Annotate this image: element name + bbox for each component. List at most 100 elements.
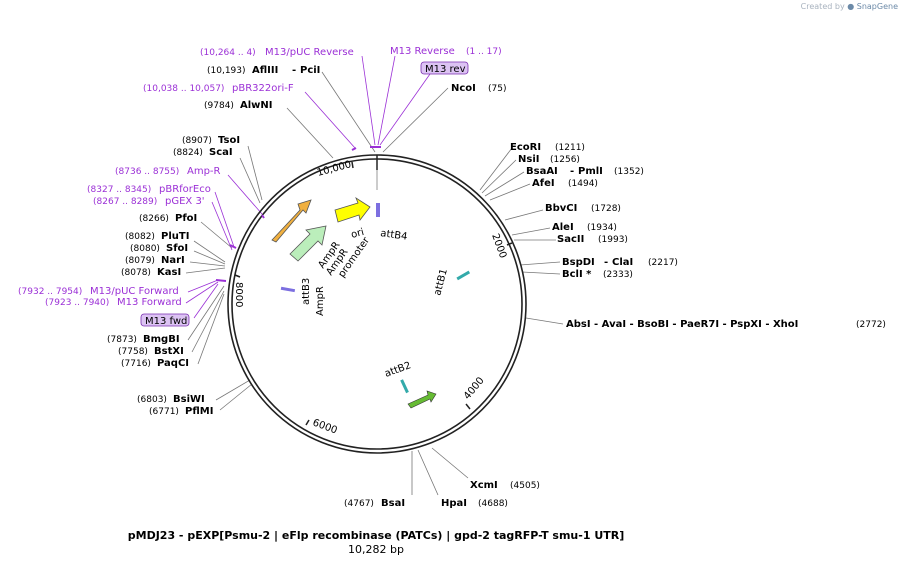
- site-bbvci[interactable]: BbvCI (1728): [545, 203, 621, 214]
- site-pfoi-pos: (8266): [139, 214, 169, 224]
- tag-m13-rev-label: M13 rev: [425, 64, 466, 75]
- site-hpai-name: HpaI: [441, 498, 467, 509]
- primer-pgex-3[interactable]: (8267 .. 8289) pGEX 3': [93, 196, 205, 207]
- site-bsaai-sep: -: [570, 166, 574, 177]
- site-nari[interactable]: (8079) NarI: [125, 255, 185, 266]
- site-paqci-pos: (7716): [121, 359, 151, 369]
- primer-m13-puc-forward-pos: (7932 .. 7954): [18, 287, 82, 297]
- site-ecori[interactable]: EcoRI (1211): [510, 142, 585, 153]
- site-sacii[interactable]: SacII (1993): [557, 234, 628, 245]
- site-alei-name: AleI: [552, 222, 574, 233]
- site-bsiwi-pos: (6803): [137, 395, 167, 405]
- site-multi-pos: (2772): [856, 320, 886, 330]
- primer-pgex-3-pos: (8267 .. 8289): [93, 197, 157, 207]
- site-ecori-name: EcoRI: [510, 142, 541, 153]
- site-bspdi-clai[interactable]: BspDI - ClaI (2217): [562, 257, 678, 268]
- site-bsaai-pmli[interactable]: BsaAI - PmlI (1352): [526, 166, 644, 177]
- site-bsaai-name: BsaAI: [526, 166, 558, 177]
- primer-m13-forward[interactable]: (7923 .. 7940) M13 Forward: [45, 297, 182, 308]
- site-alei[interactable]: AleI (1934): [552, 222, 617, 233]
- feature-attB2: [400, 379, 409, 394]
- site-pluti-pos: (8082): [125, 232, 155, 242]
- primer-pbrforeco[interactable]: (8327 .. 8345) pBRforEco: [87, 184, 211, 195]
- site-pflmi-name: PflMI: [185, 406, 213, 417]
- site-bstxi[interactable]: (7758) BstXI: [118, 346, 184, 357]
- primer-m13-puc-forward[interactable]: (7932 .. 7954) M13/pUC Forward: [18, 286, 179, 297]
- snapgene-logo-icon: ●: [847, 2, 855, 11]
- site-afliii-name: AflIII: [252, 65, 278, 76]
- site-afei-pos: (1494): [568, 179, 598, 189]
- site-hpai-pos: (4688): [478, 499, 508, 509]
- primer-amp-r-pos: (8736 .. 8755): [115, 167, 179, 177]
- site-pflmi-pos: (6771): [149, 407, 179, 417]
- site-bmgbi[interactable]: (7873) BmgBI: [107, 334, 180, 345]
- tick-label-8000: 8000: [233, 282, 244, 307]
- tick-label-10000: 10,000: [316, 159, 353, 179]
- site-afliii-pcii[interactable]: (10,193) AflIII - PciI: [207, 65, 320, 76]
- tag-m13-fwd[interactable]: M13 fwd: [140, 313, 190, 327]
- site-bsai-pos: (4767): [344, 499, 374, 509]
- primer-pgex-3-name: pGEX 3': [165, 196, 205, 207]
- site-kasi-pos: (8078): [121, 268, 151, 278]
- feature-attB1: [456, 270, 471, 281]
- primer-amp-r[interactable]: (8736 .. 8755) Amp-R: [115, 166, 221, 177]
- site-sfoi[interactable]: (8080) SfoI: [130, 243, 188, 254]
- site-alwni-pos: (9784): [204, 101, 234, 111]
- site-pluti[interactable]: (8082) PluTI: [125, 231, 189, 242]
- site-ecori-pos: (1211): [555, 143, 585, 153]
- primer-pbr322ori-f[interactable]: (10,038 .. 10,057) pBR322ori-F: [143, 83, 294, 94]
- site-alwni[interactable]: (9784) AlwNI: [204, 100, 273, 111]
- site-nsii[interactable]: NsiI (1256): [518, 154, 580, 165]
- site-bsai[interactable]: (4767) BsaI: [344, 498, 405, 509]
- site-xcmi[interactable]: XcmI (4505): [470, 480, 540, 491]
- feature-attB3: [280, 286, 296, 293]
- tag-m13-fwd-label: M13 fwd: [145, 316, 187, 327]
- site-pfoi[interactable]: (8266) PfoI: [139, 213, 197, 224]
- primer-m13-forward-pos: (7923 .. 7940): [45, 298, 109, 308]
- plasmid-title: pMDJ23 - pEXP[Psmu-2 | eFlp recombinase …: [127, 529, 625, 542]
- site-bbvci-name: BbvCI: [545, 203, 577, 214]
- site-multi-xhoi[interactable]: AbsI - AvaI - BsoBI - PaeR7I - PspXI - X…: [566, 319, 886, 330]
- site-ncoi-pos: (75): [488, 84, 506, 94]
- site-sfoi-pos: (8080): [130, 244, 160, 254]
- site-paqci[interactable]: (7716) PaqCI: [121, 358, 189, 369]
- primer-m13-reverse-name: M13 Reverse: [390, 46, 455, 57]
- primer-amp-r-name: Amp-R: [187, 166, 221, 177]
- tag-m13-rev[interactable]: M13 rev: [420, 61, 469, 75]
- plasmid-backbone-outer: [227, 154, 527, 454]
- primer-pbrforeco-name: pBRforEco: [159, 184, 211, 195]
- site-bsaai-pos: (1352): [614, 167, 644, 177]
- credit-prefix: Created by: [800, 2, 845, 11]
- site-kasi-name: KasI: [157, 267, 181, 278]
- primer-marks: [215, 146, 381, 282]
- snapgene-credit: Created by ● SnapGene: [801, 2, 898, 11]
- site-ncoi[interactable]: NcoI (75): [451, 83, 506, 94]
- site-bspdi-pos: (2217): [648, 258, 678, 268]
- primer-m13-reverse[interactable]: M13 Reverse (1 .. 17): [390, 46, 502, 57]
- tick-label-4000: 4000: [462, 375, 487, 402]
- site-nsii-name: NsiI: [518, 154, 539, 165]
- site-nari-pos: (8079): [125, 256, 155, 266]
- site-bmgbi-name: BmgBI: [143, 334, 180, 345]
- site-sacii-pos: (1993): [598, 235, 628, 245]
- site-kasi[interactable]: (8078) KasI: [121, 267, 181, 278]
- primer-m13-puc-reverse[interactable]: (10,264 .. 4) M13/pUC Reverse: [200, 47, 354, 58]
- site-tsoi[interactable]: (8907) TsoI: [182, 135, 240, 146]
- site-bcli-pos: (2333): [603, 270, 633, 280]
- site-tsoi-pos: (8907): [182, 136, 212, 146]
- site-afei[interactable]: AfeI (1494): [532, 178, 598, 189]
- site-leader-lines-left: [185, 71, 376, 411]
- primer-m13-puc-forward-name: M13/pUC Forward: [90, 286, 179, 297]
- site-pflmi[interactable]: (6771) PflMI: [149, 406, 213, 417]
- site-bcli[interactable]: BclI * (2333): [562, 269, 633, 280]
- site-pluti-name: PluTI: [161, 231, 189, 242]
- primer-m13-puc-reverse-name: M13/pUC Reverse: [265, 47, 354, 58]
- site-alei-pos: (1934): [587, 223, 617, 233]
- site-clai-name: ClaI: [612, 257, 633, 268]
- site-bsiwi[interactable]: (6803) BsiWI: [137, 394, 205, 405]
- feature-tagRFP-T: [407, 390, 437, 409]
- tick-marks: [234, 161, 513, 426]
- site-scai[interactable]: (8824) ScaI: [173, 147, 233, 158]
- site-hpai[interactable]: HpaI (4688): [441, 498, 508, 509]
